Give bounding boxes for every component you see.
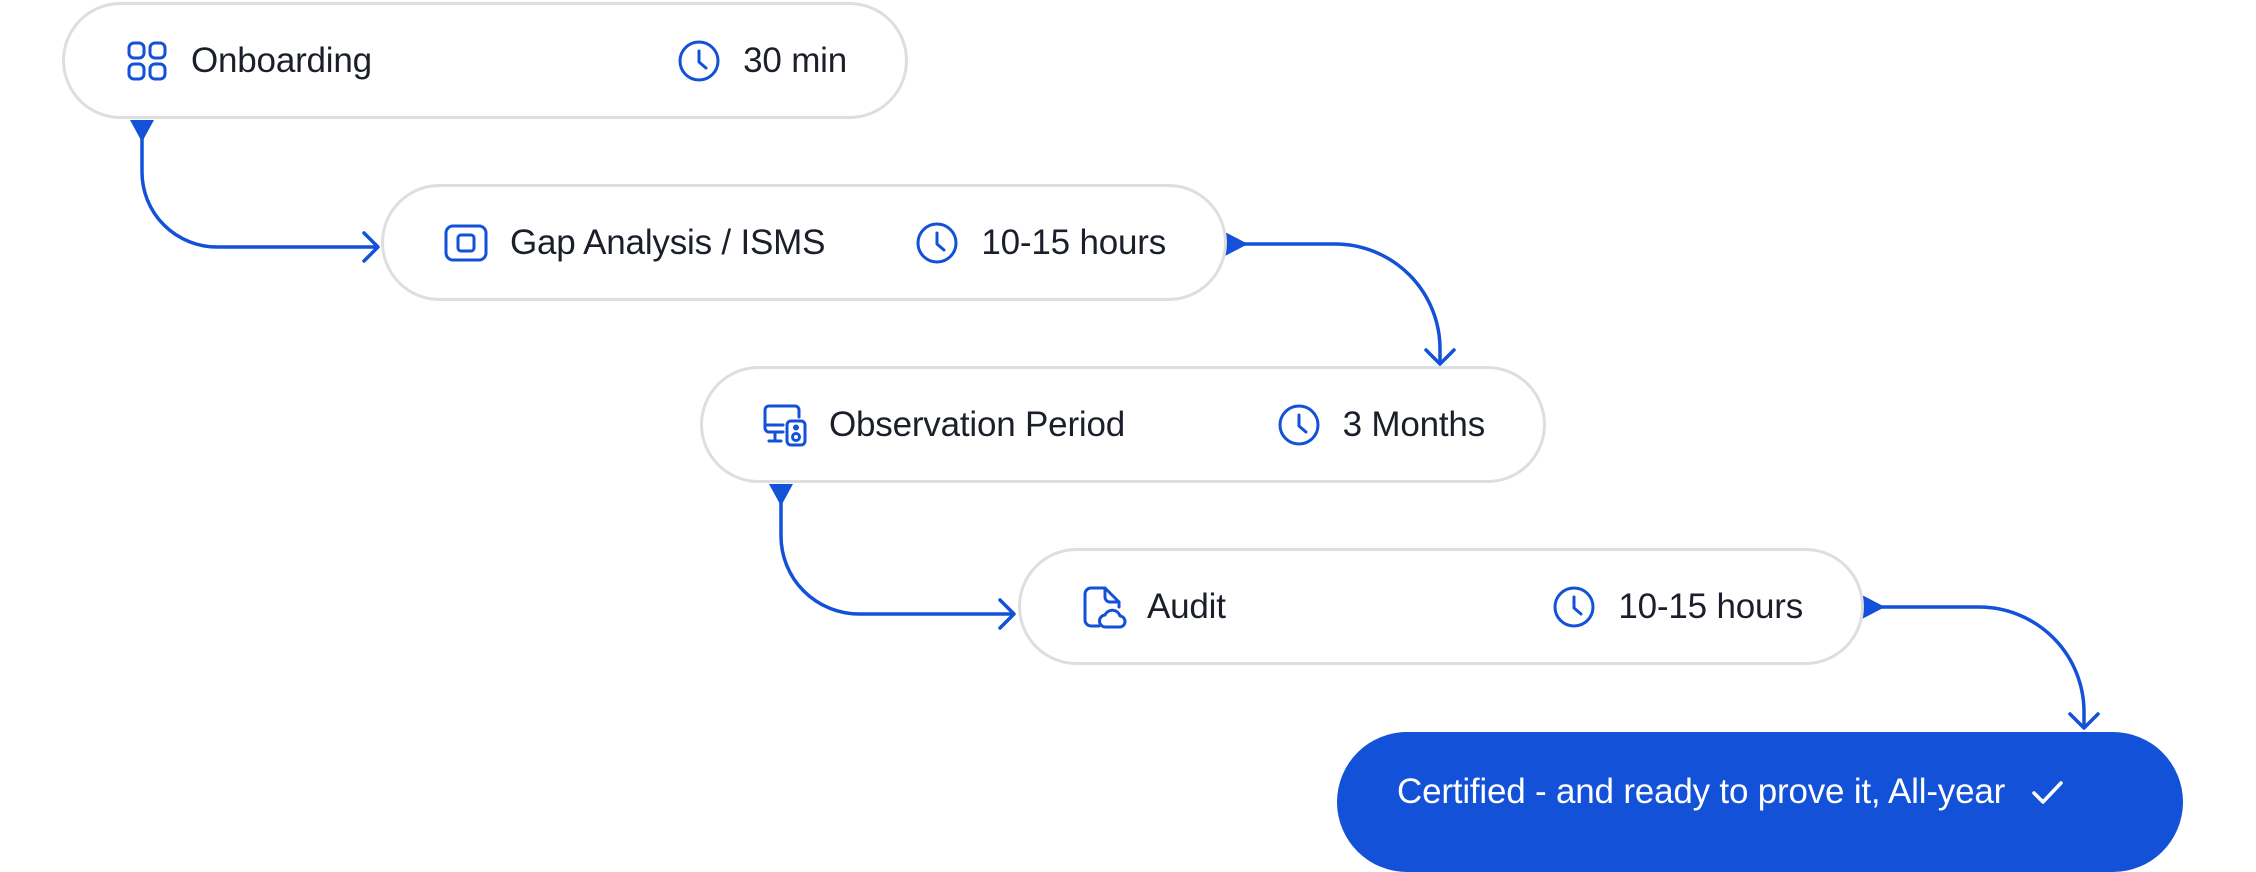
certified-pill: Certified - and ready to prove it, All-y… xyxy=(1337,732,2183,872)
clock-icon xyxy=(675,37,723,85)
connector-onboarding-to-gap-analysis xyxy=(130,120,380,263)
step-label-group: Observation Period xyxy=(761,401,1275,449)
document-cloud-icon xyxy=(1079,583,1127,631)
check-icon xyxy=(2027,772,2067,812)
square-target-icon xyxy=(442,219,490,267)
connector-gap-analysis-to-observation xyxy=(1225,232,1456,366)
step-onboarding: Onboarding 30 min xyxy=(62,2,908,119)
step-duration: 10-15 hours xyxy=(1618,586,1803,626)
step-label-group: Audit xyxy=(1079,583,1550,631)
step-duration-group: 30 min xyxy=(675,37,847,85)
step-duration: 30 min xyxy=(743,40,847,80)
clock-icon xyxy=(1275,401,1323,449)
step-duration-group: 10-15 hours xyxy=(913,219,1166,267)
step-label: Onboarding xyxy=(191,40,372,80)
clock-icon xyxy=(1550,583,1598,631)
step-label-group: Onboarding xyxy=(123,37,675,85)
step-observation-period: Observation Period 3 Months xyxy=(700,366,1546,483)
step-gap-analysis: Gap Analysis / ISMS 10-15 hours xyxy=(381,184,1227,301)
step-duration: 10-15 hours xyxy=(981,222,1166,262)
connector-observation-to-audit xyxy=(769,484,1016,630)
monitor-speaker-icon xyxy=(761,401,809,449)
step-audit: Audit 10-15 hours xyxy=(1018,548,1864,665)
step-duration-group: 3 Months xyxy=(1275,401,1485,449)
workflow-diagram: Onboarding 30 min Gap Analysis / ISMS xyxy=(62,2,2183,872)
step-duration: 3 Months xyxy=(1342,404,1486,444)
step-label: Observation Period xyxy=(829,404,1126,444)
connector-audit-to-certified xyxy=(1862,595,2100,730)
step-duration-group: 10-15 hours xyxy=(1550,583,1803,631)
step-label: Gap Analysis / ISMS xyxy=(510,222,826,262)
grid-icon xyxy=(123,37,171,85)
certified-label: Certified - and ready to prove it, All-y… xyxy=(1397,772,2006,811)
step-label-group: Gap Analysis / ISMS xyxy=(442,219,913,267)
step-label: Audit xyxy=(1147,586,1226,626)
clock-icon xyxy=(913,219,961,267)
